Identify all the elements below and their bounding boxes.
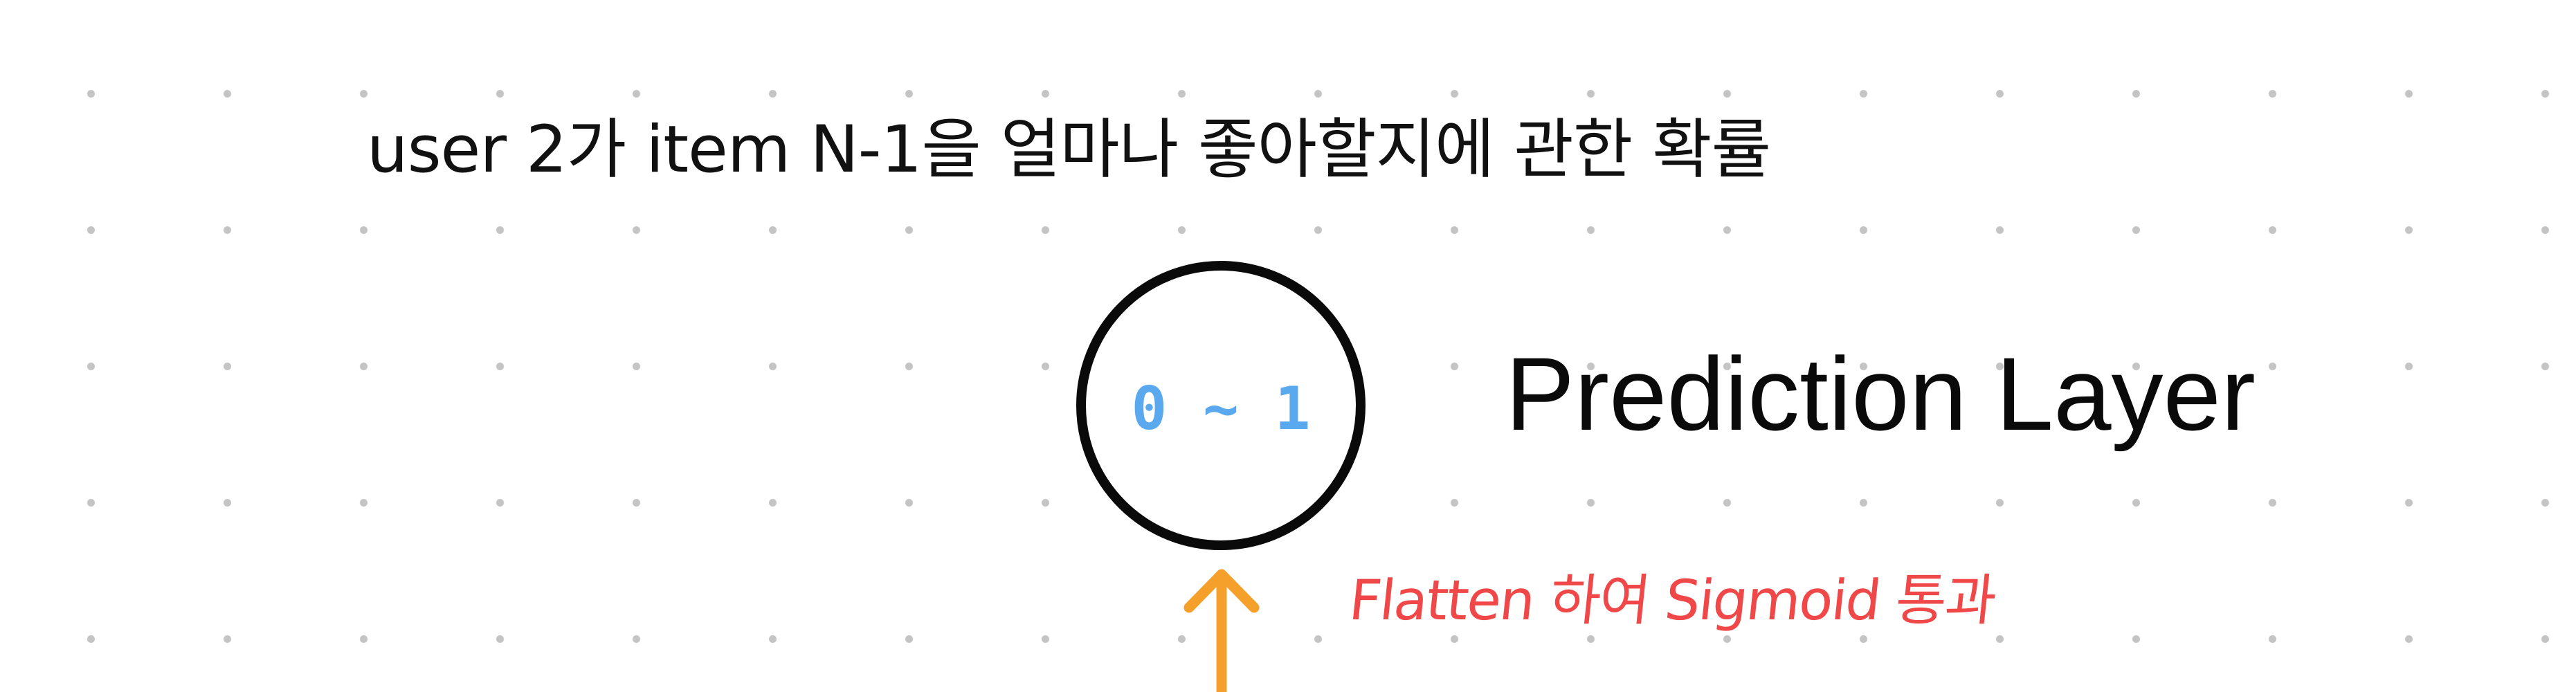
arrow-up-icon [1183, 569, 1260, 692]
prediction-node-range: 0 ~ 1 [1131, 374, 1311, 444]
flatten-sigmoid-annotation: Flatten 하여 Sigmoid 통과 [1346, 568, 1999, 632]
probability-caption: user 2가 item N-1을 얼마나 좋아할지에 관한 확률 [367, 112, 1771, 188]
prediction-layer-label: Prediction Layer [1505, 336, 2256, 452]
